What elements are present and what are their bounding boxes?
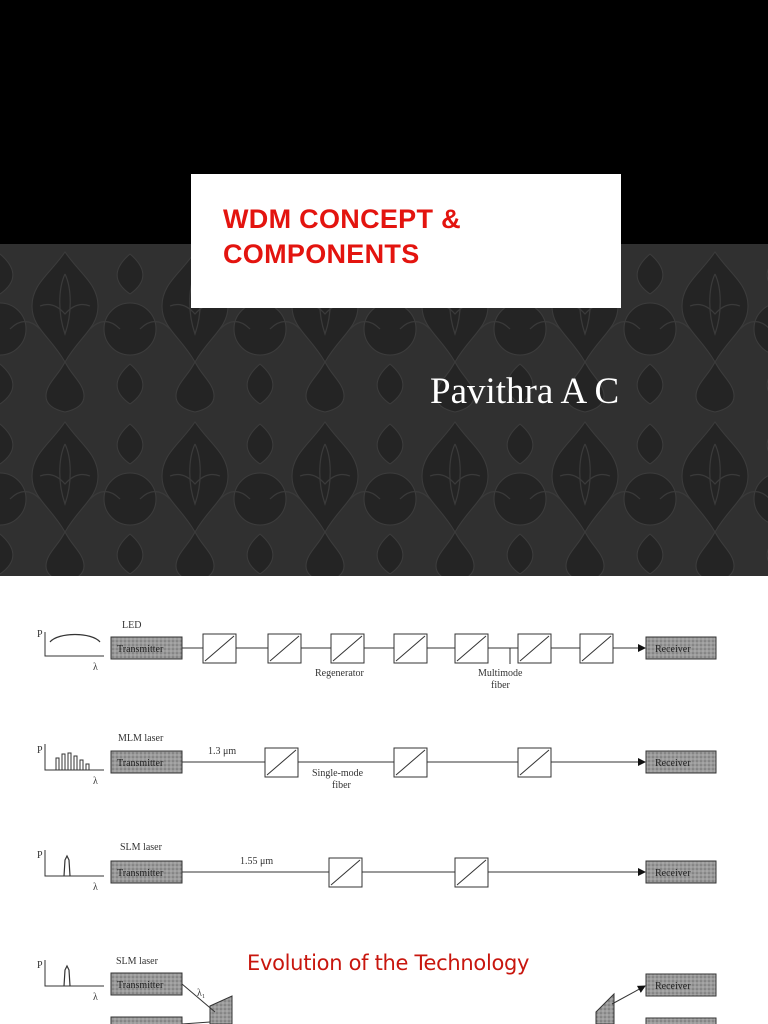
row-slm-laser: P λ SLM laser Transmitter 1.55 μm Receiv… [37,842,717,893]
source-label: MLM laser [118,733,164,744]
source-label: SLM laser [120,842,163,853]
axis-p-label: P [37,850,43,861]
receiver-label: Receiver [655,868,691,879]
row-led: P λ LED Transmitter Regenerator Multimod… [37,620,717,691]
receiver-label: Receiver [655,981,691,992]
axis-p-label: P [37,960,43,971]
transmitter-label: Transmitter [117,868,164,879]
transmitter-label: Transmitter [117,980,164,991]
receiver-label: Receiver [655,758,691,769]
wdm-evolution-diagram: P λ LED Transmitter Regenerator Multimod… [37,620,717,1024]
source-label: SLM laser [116,956,159,967]
title-slide: WDM CONCEPT & COMPONENTS Pavithra A C [0,0,768,576]
wavelength-label: 1.3 μm [208,746,236,757]
slide-title: WDM CONCEPT & COMPONENTS [223,204,461,269]
axis-p-label: P [37,745,43,756]
channel-label: λ₁ [197,988,205,999]
row-slm-laser-wdm: P λ SLM laser Transmitter λ₁ Receiver [37,956,717,1024]
transmitter-label: Transmitter [117,644,164,655]
axis-lambda-label: λ [93,776,98,787]
title-box: WDM CONCEPT & COMPONENTS [191,174,621,308]
source-label: LED [122,620,141,631]
slide-caption: Evolution of the Technology [247,951,530,975]
regenerator-label: Regenerator [315,668,365,679]
receiver-label: Receiver [655,644,691,655]
axis-lambda-label: λ [93,882,98,893]
axis-p-label: P [37,629,43,640]
author-name: Pavithra A C [430,371,620,412]
axis-lambda-label: λ [93,662,98,673]
axis-lambda-label: λ [93,992,98,1003]
transmitter-label: Transmitter [117,758,164,769]
wavelength-label: 1.55 μm [240,856,273,867]
evolution-slide: P λ LED Transmitter Regenerator Multimod… [0,576,768,1024]
row-mlm-laser: P λ MLM laser Transmitter 1.3 μm Single-… [37,733,717,791]
